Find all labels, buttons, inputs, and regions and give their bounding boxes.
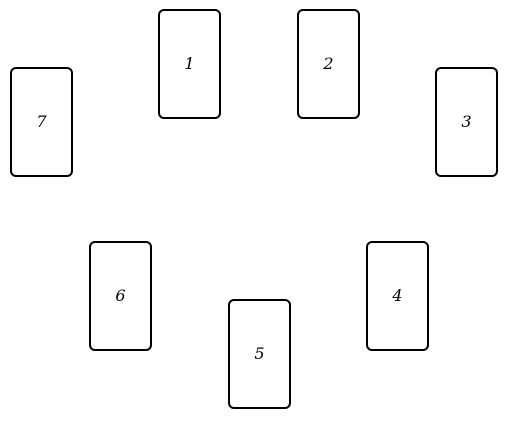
card-number-label: 4 xyxy=(392,286,403,305)
card-number-label: 6 xyxy=(115,286,126,305)
card-position-1: 1 xyxy=(158,9,221,119)
card-position-4: 4 xyxy=(366,241,429,351)
card-number-label: 5 xyxy=(254,344,265,363)
card-position-7: 7 xyxy=(10,67,73,177)
card-position-2: 2 xyxy=(297,9,360,119)
card-position-3: 3 xyxy=(435,67,498,177)
card-number-label: 3 xyxy=(461,112,472,131)
card-number-label: 1 xyxy=(184,54,195,73)
card-number-label: 7 xyxy=(36,112,47,131)
card-position-6: 6 xyxy=(89,241,152,351)
card-position-5: 5 xyxy=(228,299,291,409)
card-number-label: 2 xyxy=(323,54,334,73)
